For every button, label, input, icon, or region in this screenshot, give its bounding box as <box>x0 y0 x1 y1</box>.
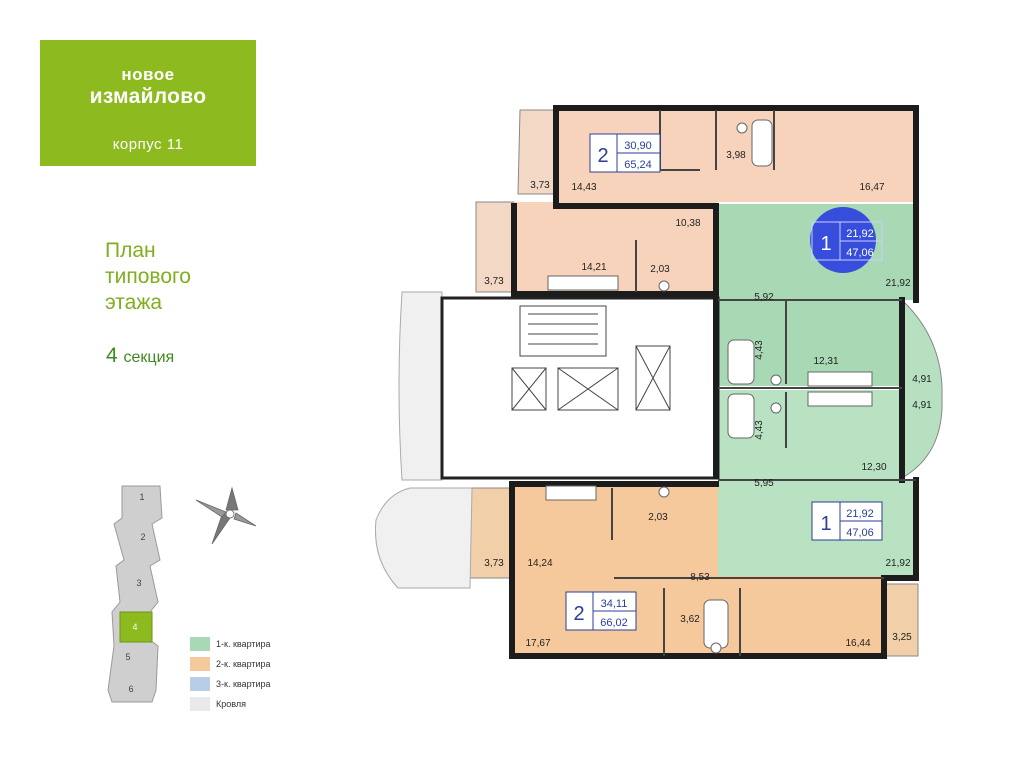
area-a17: 5,95 <box>754 478 774 489</box>
legend-label: 2-к. квартира <box>216 659 271 669</box>
area-a9: 21,92 <box>885 278 910 289</box>
legend-swatch <box>190 657 210 671</box>
legend-item-3room: 3-к. квартира <box>190 674 271 694</box>
apartment-label-4[interactable]: 2 34,11 66,02 <box>565 591 637 631</box>
map-section-4: 4 <box>132 622 137 632</box>
brand-line2: измайлово <box>89 85 207 108</box>
sections-map: 1 2 3 4 5 6 <box>107 485 163 703</box>
area-a4: 16,47 <box>859 182 884 193</box>
area-a25: 16,44 <box>845 638 870 649</box>
area-a21: 8,53 <box>690 572 710 583</box>
area-a6: 3,73 <box>484 276 504 287</box>
brand-line1: новое <box>121 65 175 84</box>
legend-label: Кровля <box>216 699 246 709</box>
section-label: 4 секция <box>106 344 174 368</box>
legend-label: 1-к. квартира <box>216 639 271 649</box>
current-section <box>119 611 153 643</box>
area-a15: 4,43 <box>754 420 765 440</box>
apartment-label-3[interactable]: 1 21,92 47,06 <box>811 501 883 541</box>
legend-item-roof: Кровля <box>190 694 271 714</box>
area-a1: 3,73 <box>530 180 550 191</box>
apt3-rooms: 1 <box>820 513 831 535</box>
legend-swatch <box>190 697 210 711</box>
area-a12: 12,31 <box>813 356 838 367</box>
legend-label: 3-к. квартира <box>216 679 271 689</box>
area-a11: 4,43 <box>754 340 765 360</box>
area-a3: 3,98 <box>726 150 746 161</box>
area-a2: 14,43 <box>571 182 596 193</box>
section-number: 4 <box>106 344 118 367</box>
map-section-5: 5 <box>125 652 130 662</box>
area-a22: 21,92 <box>885 558 910 569</box>
apartment-label-1[interactable]: 2 30,90 65,24 <box>589 133 661 173</box>
apt1-rooms: 2 <box>597 145 608 167</box>
map-section-6: 6 <box>128 684 133 694</box>
area-a18: 2,03 <box>648 512 668 523</box>
section-word: секция <box>123 349 175 366</box>
apartment-labels: 2 30,90 65,24 1 21,92 47,06 1 21,92 47,0… <box>565 133 883 631</box>
apt3-living: 21,92 <box>846 508 874 520</box>
area-a26: 3,25 <box>892 632 912 643</box>
brand-logo: новое измайлово корпус 11 <box>40 40 256 166</box>
legend-item-1room: 1-к. квартира <box>190 634 271 654</box>
area-a13: 4,91 <box>912 374 932 385</box>
map-section-1: 1 <box>139 492 144 502</box>
area-a5: 10,38 <box>675 218 700 229</box>
apt4-total: 66,02 <box>600 617 628 629</box>
apt1-living: 30,90 <box>624 140 652 152</box>
area-a23: 3,62 <box>680 614 700 625</box>
apt2-total: 47,06 <box>846 247 874 259</box>
legend-item-2room: 2-к. квартира <box>190 654 271 674</box>
apt1-total: 65,24 <box>624 159 652 171</box>
compass-icon <box>195 486 257 545</box>
heading-line3: этажа <box>105 291 163 314</box>
area-a14: 4,91 <box>912 400 932 411</box>
legend-swatch <box>190 637 210 651</box>
heading-line2: типового <box>105 265 191 288</box>
map-section-3: 3 <box>136 578 141 588</box>
room-areas: 3,73 14,43 3,98 16,47 10,38 3,73 14,21 2… <box>484 150 932 649</box>
apt2-rooms: 1 <box>820 233 831 255</box>
apartment-label-2[interactable]: 1 21,92 47,06 <box>811 221 883 261</box>
apt4-rooms: 2 <box>573 603 584 625</box>
legend-swatch <box>190 677 210 691</box>
heading-line1: План <box>105 239 156 262</box>
area-a10: 5,92 <box>754 292 774 303</box>
apt4-living: 34,11 <box>601 598 628 610</box>
area-a24: 17,67 <box>525 638 550 649</box>
building <box>374 105 943 659</box>
legend: 1-к. квартира 2-к. квартира 3-к. квартир… <box>190 634 271 714</box>
area-a16: 12,30 <box>861 462 886 473</box>
selected-apartment-marker[interactable] <box>810 207 876 273</box>
area-a19: 3,73 <box>484 558 504 569</box>
building-label: корпус 11 <box>112 136 184 153</box>
area-a20: 14,24 <box>527 558 552 569</box>
apt3-total: 47,06 <box>846 527 874 539</box>
area-a8: 2,03 <box>650 264 670 275</box>
apt2-living: 21,92 <box>846 228 874 240</box>
map-section-2: 2 <box>140 532 145 542</box>
area-a7: 14,21 <box>581 262 606 273</box>
plan-heading: План типового этажа <box>105 238 191 316</box>
